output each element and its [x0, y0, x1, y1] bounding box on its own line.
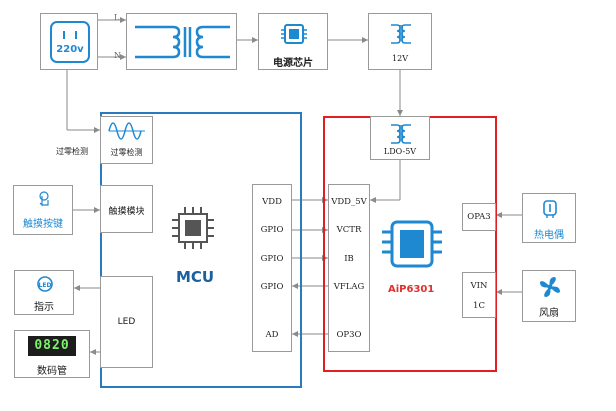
transformer-12v-box: 12V: [368, 13, 432, 70]
transformer-icon: [135, 25, 230, 59]
aip-pin-vflag: VFLAG: [333, 282, 365, 292]
digital-tube-box: 0820 数码管: [14, 330, 90, 378]
phase-l-label: L: [114, 13, 120, 22]
digital-tube-label: 数码管: [37, 366, 67, 377]
mcu-pin-vdd: VDD: [262, 197, 282, 207]
transformer-12v-label: 12V: [392, 54, 408, 63]
chip-icon: [281, 24, 307, 44]
mcu-title: MCU: [176, 268, 215, 286]
led-indicator-box: LED 指示: [14, 270, 74, 315]
thermocouple-label: 热电偶: [534, 230, 564, 241]
aip-pin-op3o: OP3O: [336, 330, 362, 340]
socket-box: 220v: [40, 13, 98, 70]
fan-box: 风扇: [522, 270, 576, 322]
touch-key-box: 触摸按键: [13, 185, 73, 235]
power-socket-icon: [50, 21, 90, 63]
ldo-5v-label: LDO-5V: [383, 147, 417, 156]
aip-pin-column: VDD_5V VCTR IB VFLAG OP3O: [328, 184, 370, 352]
vin-label: VIN: [470, 281, 488, 291]
thermocouple-icon: [543, 200, 557, 218]
touch-module-label: 触摸模块: [108, 207, 145, 217]
aip-chip-icon: [382, 220, 442, 268]
fan-label: 风扇: [539, 308, 559, 319]
vin-ic-box: VIN 1C: [462, 272, 496, 318]
socket-label: 220v: [56, 44, 84, 55]
ldo-transformer-icon: [391, 124, 411, 144]
ic-label: 1C: [473, 301, 485, 311]
fan-icon: [540, 277, 560, 297]
led-module: LED: [100, 276, 153, 368]
aip-title: AiP6301: [388, 284, 435, 295]
opa3-label: OPA3: [467, 212, 491, 222]
thermocouple-box: 热电偶: [522, 193, 576, 243]
aip-pin-ib: IB: [344, 254, 354, 264]
zero-cross-outer-label: 过零检测: [56, 147, 88, 156]
mcu-pin-ad: AD: [265, 330, 279, 340]
cpu-icon: [172, 207, 214, 249]
mcu-pin-gpio-1: GPIO: [260, 225, 284, 235]
power-chip-label: 电源芯片: [273, 58, 313, 69]
sine-wave-icon: [108, 122, 145, 140]
touch-key-label: 触摸按键: [23, 219, 63, 230]
led-bulb-icon: LED: [37, 276, 53, 292]
led-module-label: LED: [117, 317, 136, 327]
touch-finger-icon: [39, 191, 49, 207]
main-transformer-box: [126, 13, 237, 70]
aip-pin-vdd5v: VDD_5V: [331, 197, 367, 207]
ldo-5v-box: LDO-5V: [370, 116, 430, 160]
touch-module: 触摸模块: [100, 185, 153, 233]
opa3-box: OPA3: [462, 203, 496, 231]
power-chip-box: 电源芯片: [258, 13, 328, 70]
zero-cross-inner-label: 过零检测: [110, 148, 143, 157]
small-transformer-icon: [391, 24, 411, 44]
mcu-pin-column: VDD GPIO GPIO GPIO AD: [252, 184, 292, 352]
led-indicator-label: 指示: [34, 302, 54, 313]
mcu-frame: [100, 112, 302, 388]
svg-text:LED: LED: [39, 282, 52, 289]
mcu-pin-gpio-2: GPIO: [260, 254, 284, 264]
zero-cross-module: 过零检测: [100, 116, 153, 164]
seven-segment-icon: 0820: [28, 336, 76, 356]
aip-pin-vctr: VCTR: [336, 225, 362, 235]
phase-n-label: N: [114, 51, 121, 60]
mcu-pin-gpio-3: GPIO: [260, 282, 284, 292]
